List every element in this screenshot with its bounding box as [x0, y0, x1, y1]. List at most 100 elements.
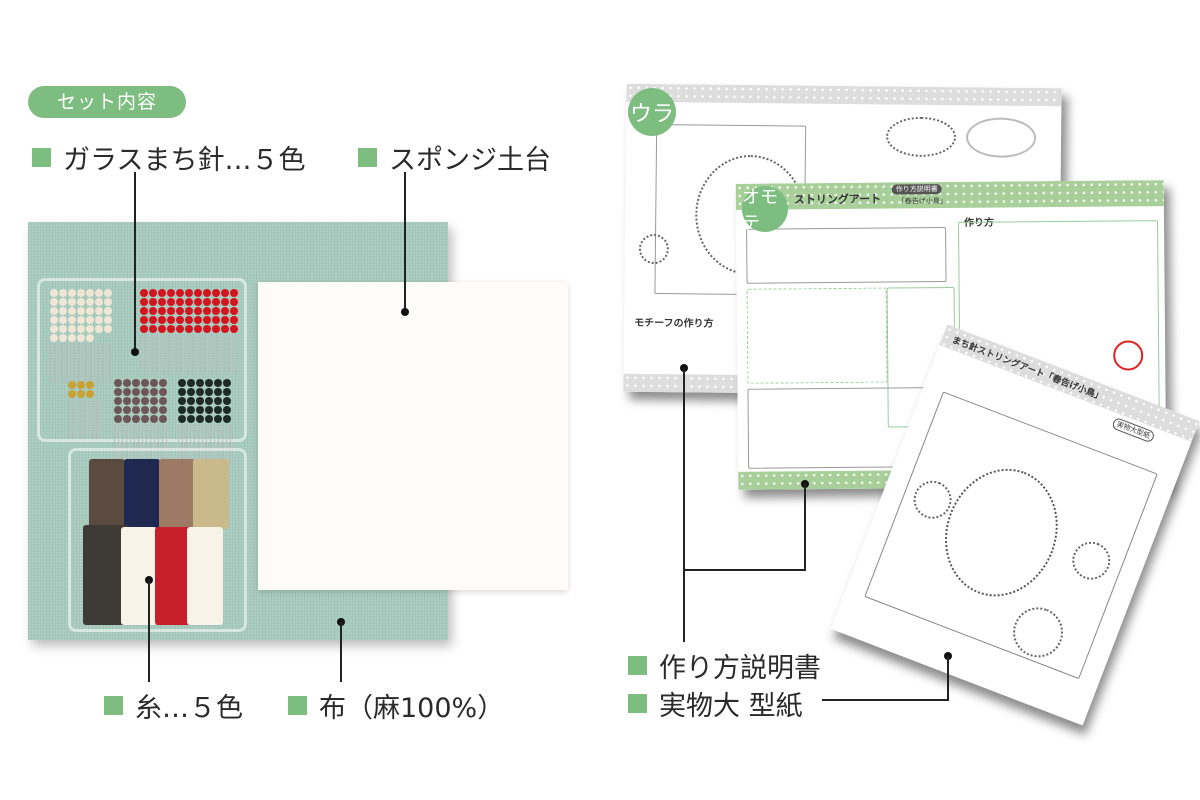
pin-head	[203, 298, 211, 306]
pin-head	[176, 307, 184, 315]
pin-head	[167, 298, 175, 306]
pin-head	[196, 379, 204, 387]
pin-head	[187, 379, 195, 387]
pin-head	[95, 298, 103, 306]
pin-head	[212, 298, 220, 306]
pin-head	[104, 316, 112, 324]
pin-head	[140, 325, 148, 333]
pin-head	[167, 316, 175, 324]
pin-head	[104, 307, 112, 315]
thread-ivory	[187, 527, 223, 625]
front-title: ストリングアート	[793, 192, 882, 207]
pin-head	[178, 406, 186, 414]
label-text: 実物大 型紙	[659, 691, 803, 722]
pin-head	[230, 325, 238, 333]
pin-head	[140, 307, 148, 315]
pin-head	[59, 316, 67, 324]
pin-head	[141, 379, 149, 387]
pin-head	[95, 325, 103, 333]
pin-head	[150, 388, 158, 396]
pin-head	[159, 397, 167, 405]
pin-head	[221, 316, 229, 324]
pin-head	[77, 289, 85, 297]
pin-head	[86, 298, 94, 306]
pin-head	[59, 298, 67, 306]
pin-head	[114, 379, 122, 387]
pin-head	[95, 316, 103, 324]
pin-head	[149, 298, 157, 306]
pin-head	[140, 316, 148, 324]
pin-head	[50, 325, 58, 333]
front-tag: オモテ	[742, 186, 788, 234]
pin-head	[178, 388, 186, 396]
leader-line	[134, 172, 136, 352]
pin-head	[95, 307, 103, 315]
pin-head	[50, 289, 58, 297]
label-thread: 糸…５色	[104, 686, 243, 725]
set-contents-badge: セット内容	[28, 86, 186, 118]
pin-head	[159, 379, 167, 387]
pin-head	[196, 406, 204, 414]
front-badge: 作り方説明書	[891, 184, 942, 195]
pin-head	[114, 406, 122, 414]
front-subtitle: 「春告げ小鳥」	[897, 197, 947, 206]
pin-head	[123, 388, 131, 396]
leader-line	[947, 656, 949, 701]
pin-head	[104, 298, 112, 306]
pin-shafts	[114, 424, 168, 464]
pins-red	[140, 289, 240, 374]
thread-beige	[193, 459, 229, 529]
pin-head	[187, 388, 195, 396]
leader-line	[804, 484, 806, 571]
pin-head	[104, 325, 112, 333]
pin-head	[86, 381, 94, 389]
pin-head	[187, 406, 195, 414]
pin-head	[205, 397, 213, 405]
pin-head	[196, 397, 204, 405]
pin-head	[114, 397, 122, 405]
pin-head	[194, 325, 202, 333]
pin-head	[223, 397, 231, 405]
pointer-dot	[131, 348, 139, 356]
label-text: 糸…５色	[135, 693, 243, 724]
pin-head	[194, 316, 202, 324]
pin-head	[140, 298, 148, 306]
pin-head	[230, 316, 238, 324]
pin-head	[223, 379, 231, 387]
pin-head	[159, 388, 167, 396]
pin-head	[77, 316, 85, 324]
bullet-square-icon	[32, 148, 51, 167]
pin-head	[59, 325, 67, 333]
pins-black	[178, 379, 234, 464]
pin-head	[221, 307, 229, 315]
pin-head	[77, 334, 85, 342]
label-text: 作り方説明書	[659, 653, 821, 684]
pin-head	[167, 325, 175, 333]
bullet-square-icon	[358, 148, 377, 167]
pin-head	[86, 307, 94, 315]
pin-head	[223, 406, 231, 414]
pin-head	[77, 298, 85, 306]
pin-head	[203, 316, 211, 324]
pin-head	[68, 289, 76, 297]
pin-head	[230, 298, 238, 306]
pin-head	[159, 406, 167, 414]
label-sponge: スポンジ土台	[358, 138, 551, 177]
pin-head	[141, 415, 149, 423]
sponge-base	[258, 282, 568, 590]
pin-head	[214, 379, 222, 387]
pin-head	[114, 388, 122, 396]
pin-head	[205, 406, 213, 414]
label-pins: ガラスまち針…５色	[32, 138, 305, 177]
label-manual: 作り方説明書	[628, 646, 821, 685]
pin-head	[221, 298, 229, 306]
pin-head	[194, 307, 202, 315]
pin-head	[176, 316, 184, 324]
label-text: ガラスまち針…５色	[63, 145, 306, 176]
pin-pattern	[965, 117, 1037, 159]
pin-head	[194, 298, 202, 306]
pin-head	[68, 334, 76, 342]
pin-head	[132, 379, 140, 387]
pin-head	[132, 397, 140, 405]
pin-head	[187, 397, 195, 405]
